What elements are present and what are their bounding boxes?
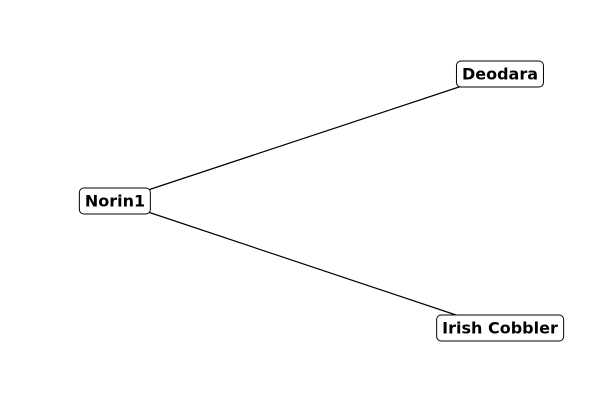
node-irish-cobbler: Irish Cobbler (436, 314, 564, 342)
edge-norin1-irish-cobbler (147, 211, 463, 318)
node-deodara: Deodara (455, 60, 545, 88)
edge-norin1-deodara (147, 85, 463, 191)
node-norin1: Norin1 (78, 187, 152, 215)
